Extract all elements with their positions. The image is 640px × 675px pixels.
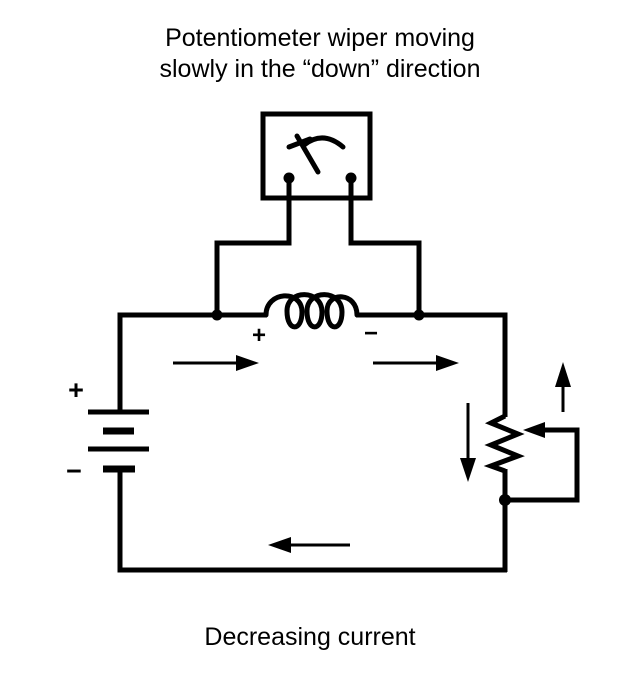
inductor-symbol: + −	[252, 292, 378, 349]
meter-needle-crossbar	[286, 136, 313, 150]
right-arrowhead-icon	[236, 355, 259, 371]
potentiometer-wiper-arrowhead	[523, 422, 545, 438]
inductor-coil	[263, 292, 360, 330]
wiper-motion-up-arrow	[555, 362, 571, 412]
battery-minus-label: −	[66, 456, 82, 486]
wire-top-right-and-right-side	[356, 312, 508, 417]
current-arrow-top-left	[173, 355, 259, 371]
potentiometer-symbol	[483, 413, 580, 506]
battery-symbol: + −	[66, 375, 149, 486]
meter-scale-arc	[301, 135, 346, 150]
potentiometer-zigzag	[483, 413, 525, 474]
right-arrowhead-icon	[436, 355, 459, 371]
wire-top-left-and-left-side	[117, 312, 267, 412]
title-line-2: slowly in the “down” direction	[160, 55, 481, 83]
current-arrow-top-right	[373, 355, 459, 371]
up-arrowhead-icon	[555, 362, 571, 387]
wire-left-bottom	[117, 467, 507, 573]
left-arrowhead-icon	[268, 537, 291, 553]
pot-current-down-arrow	[460, 403, 476, 482]
meter-lead-wire-left	[214, 178, 292, 315]
down-arrowhead-icon	[460, 458, 476, 482]
meter-lead-wire-right	[348, 178, 422, 315]
meter-box	[260, 111, 373, 201]
wiper-return-wire	[508, 427, 580, 503]
current-arrow-bottom	[268, 537, 350, 553]
meter-symbol	[260, 111, 373, 201]
caption-decreasing-current: Decreasing current	[204, 623, 415, 651]
inductor-minus-label: −	[364, 320, 378, 347]
junction-dot-wiper	[499, 494, 511, 506]
battery-plus-label: +	[68, 375, 84, 405]
title-line-1: Potentiometer wiper moving	[165, 24, 475, 52]
inductor-plus-label: +	[252, 322, 266, 349]
